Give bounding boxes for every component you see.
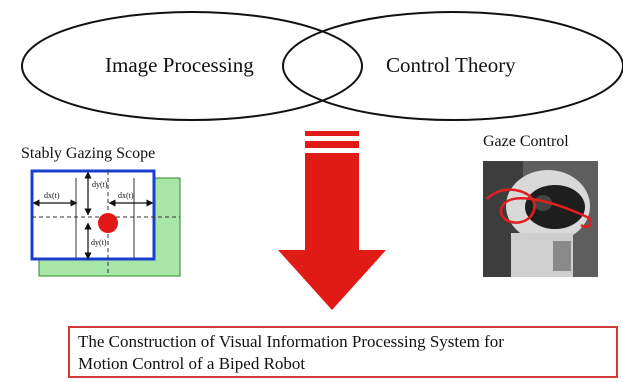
stably-gazing-scope-title: Stably Gazing Scope bbox=[21, 145, 156, 162]
dx-right-label: dx(t) bbox=[118, 191, 134, 200]
gaze-control-title: Gaze Control bbox=[483, 133, 569, 150]
down-arrow-icon bbox=[278, 131, 386, 310]
dy-bottom-label: dy(t) bbox=[91, 238, 107, 247]
image-processing-ellipse bbox=[21, 11, 363, 121]
control-theory-ellipse bbox=[282, 11, 623, 121]
conclusion-box: The Construction of Visual Information P… bbox=[68, 326, 618, 378]
conclusion-line-2: Motion Control of a Biped Robot bbox=[78, 354, 306, 373]
control-theory-label: Control Theory bbox=[386, 53, 516, 77]
image-processing-label: Image Processing bbox=[105, 53, 254, 77]
robot-head-image bbox=[483, 161, 598, 277]
robot-gaze-photo bbox=[483, 161, 598, 277]
gaze-target-dot bbox=[98, 213, 118, 233]
dx-left-label: dx(t) bbox=[44, 191, 60, 200]
stably-gazing-scope-figure bbox=[30, 169, 181, 277]
dy-top-label: dy(t) bbox=[92, 180, 108, 189]
conclusion-line-1: The Construction of Visual Information P… bbox=[78, 332, 504, 351]
